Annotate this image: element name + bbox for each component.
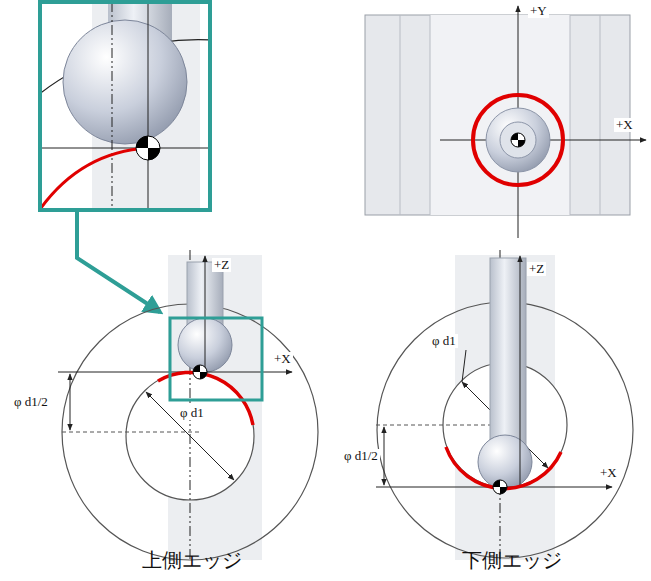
top-view xyxy=(365,6,646,238)
caption-text: 上側エッジ xyxy=(140,549,244,571)
caption-text: 下側エッジ xyxy=(460,549,564,571)
lower-edge-view xyxy=(376,250,633,562)
axis-label: +Y xyxy=(528,4,549,18)
axis-label: +Z xyxy=(212,258,231,272)
dimension-label: φ d1 xyxy=(430,334,458,348)
axis-label: +X xyxy=(272,352,293,366)
axis-label: +Z xyxy=(527,262,546,276)
axis-label: +X xyxy=(614,118,635,132)
upper-edge-view xyxy=(58,250,318,562)
dimension-label: φ d1/2 xyxy=(12,395,50,409)
axis-label: +X xyxy=(598,466,619,480)
dimension-label: φ d1 xyxy=(178,406,206,420)
dimension-label: φ d1/2 xyxy=(342,449,380,463)
